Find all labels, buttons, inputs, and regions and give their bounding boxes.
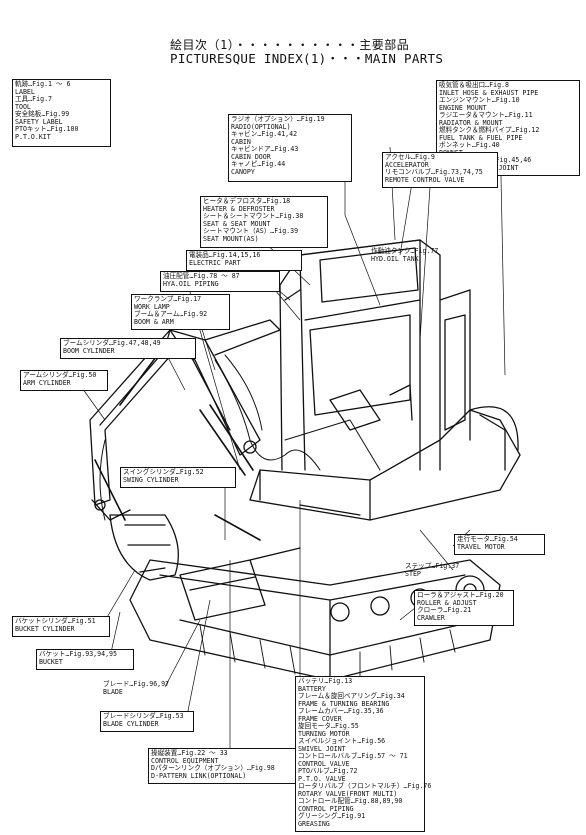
hoses <box>99 354 381 521</box>
callout-hyd-oil-tank: 作動油タンク…Fig.77 HYD.OIL TANK <box>371 247 439 263</box>
callout-hya-oil-piping: 油圧配管…Fig.78 ～ 87 HYA.OIL PIPING <box>160 271 280 292</box>
callout-roller-crawler: ローラ＆アジャスト…Fig.20 ROLLER & ADJUST クローラ…Fi… <box>414 590 514 626</box>
callout-bucket: バケット…Fig.93,94,95 BUCKET <box>36 649 134 670</box>
callout-heater-seat: ヒータ＆デフロスタ…Fig.18 HEATER & DEFROSTER シート＆… <box>200 196 328 248</box>
callout-electric-part: 電装品…Fig.14,15,16 ELECTRIC PART <box>186 250 302 271</box>
callout-work-lamp-boom: ワークランプ…Fig.17 WORK LAMP ブーム＆アーム…Fig.92 B… <box>131 294 230 330</box>
callout-blade: ブレード…Fig.96,97 BLADE <box>103 680 170 696</box>
cabin <box>279 239 471 471</box>
callout-step: ステップ…Fig.37 STEP <box>405 562 460 578</box>
callout-blade-cylinder: ブレードシリンダ…Fig.53 BLADE CYLINDER <box>100 711 194 732</box>
callout-accelerator: アクセル…Fig.9 ACCELERATOR リモコンバルブ…Fig.73,74… <box>382 152 498 188</box>
callout-travel-motor: 走行モータ…Fig.54 TRAVEL MOTOR <box>454 534 545 555</box>
callout-battery-frame-valves: バッテリ…Fig.13 BATTERY フレーム＆旋回ベアリング…Fig.34 … <box>295 676 431 832</box>
cylinders <box>94 344 261 541</box>
callout-arm-cylinder: アームシリンダ…Fig.50 ARM CYLINDER <box>20 370 108 391</box>
callout-control-equipment: 操縦装置…Fig.22 ～ 33 CONTROL EQUIPMENT Dパターン… <box>148 748 296 784</box>
bucket <box>109 514 179 581</box>
title-english: PICTURESQUE INDEX(1)・・・MAIN PARTS <box>170 51 444 66</box>
upper-frame <box>249 406 521 521</box>
blade <box>179 547 301 621</box>
callout-label-tool: 軌跡…Fig.1 ～ 6 LABEL 工具…Fig.7 TOOL 安全銘板…Fi… <box>12 79 111 147</box>
page-title: 絵目次（1）・・・・・・・・・・主要部品 PICTURESQUE INDEX(1… <box>170 38 470 66</box>
callout-bucket-cylinder: バケットシリンダ…Fig.51 BUCKET CYLINDER <box>12 616 110 637</box>
callout-swing-cylinder: スイングシリンダ…Fig.52 SWING CYLINDER <box>120 467 236 488</box>
callout-radio-cabin: ラジオ（オプション）…Fig.19 RADIO(OPTIONAL) キャビン…F… <box>228 114 352 182</box>
callout-boom-cylinder: ブームシリンダ…Fig.47,48,49 BOOM CYLINDER <box>60 338 196 359</box>
title-japanese: 絵目次（1）・・・・・・・・・・主要部品 <box>170 38 410 52</box>
